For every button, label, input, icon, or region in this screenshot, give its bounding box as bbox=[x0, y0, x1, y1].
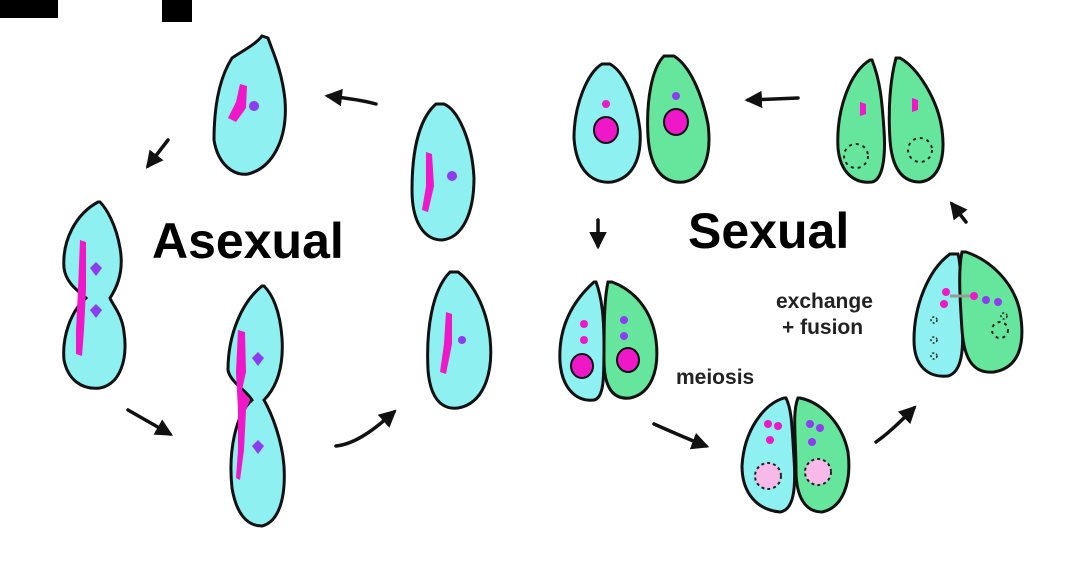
cell-body-right bbox=[887, 56, 945, 184]
micronucleus bbox=[806, 420, 814, 428]
micronucleus bbox=[252, 440, 264, 454]
micronucleus bbox=[816, 424, 824, 432]
micronucleus-remnant bbox=[930, 352, 938, 360]
micronucleus bbox=[580, 336, 588, 344]
old-macronucleus-degenerating bbox=[991, 321, 1009, 339]
sexual-pair-right bbox=[912, 250, 1024, 378]
dividing-macronucleus bbox=[754, 462, 782, 490]
micronucleus bbox=[90, 304, 102, 318]
micronucleus bbox=[912, 98, 918, 112]
macronucleus bbox=[422, 152, 434, 212]
cell-body-left bbox=[912, 252, 965, 378]
dividing-macronucleus bbox=[804, 458, 832, 486]
arrow-left-to-bottom bbox=[126, 408, 174, 436]
asexual-cell-left-dividing bbox=[62, 200, 127, 390]
asexual-label: Asexual bbox=[152, 213, 344, 269]
macronucleus bbox=[616, 347, 640, 373]
micronucleus bbox=[249, 101, 259, 111]
cell-body-right bbox=[958, 250, 1024, 374]
micronucleus-remnant bbox=[930, 316, 938, 324]
macronucleus bbox=[570, 353, 594, 379]
micronucleus bbox=[764, 420, 772, 428]
micronucleus bbox=[620, 332, 628, 340]
asexual-cell-top bbox=[212, 34, 287, 176]
asexual-cycle: Asexual bbox=[62, 34, 493, 528]
new-macronucleus bbox=[593, 116, 619, 144]
arrow-bottom-to-bottom-right bbox=[334, 409, 397, 448]
micronucleus bbox=[940, 300, 948, 308]
macronucleus bbox=[440, 312, 452, 374]
macronucleus bbox=[76, 240, 86, 356]
new-macronucleus bbox=[663, 108, 689, 136]
meiosis-label: meiosis bbox=[676, 366, 754, 389]
micronucleus bbox=[252, 352, 264, 366]
old-macronucleus-degenerating bbox=[843, 143, 869, 169]
micronucleus bbox=[602, 100, 610, 108]
micronucleus bbox=[982, 296, 990, 304]
old-macronucleus-degenerating bbox=[907, 137, 933, 163]
sexual-pair-top-right bbox=[836, 56, 945, 184]
asexual-cell-bottom-dividing bbox=[226, 284, 286, 528]
sexual-pair-middle-left bbox=[558, 280, 659, 402]
micronucleus-remnant bbox=[930, 336, 938, 344]
arrow-right-to-topright bbox=[949, 201, 968, 224]
arrow-middleleft-to-bottom bbox=[652, 422, 710, 450]
micronucleus bbox=[808, 438, 816, 446]
arrow-bottom-to-right bbox=[874, 405, 917, 444]
micronucleus bbox=[994, 298, 1002, 306]
micronucleus bbox=[970, 292, 978, 300]
cell-body-left bbox=[836, 58, 886, 184]
cell-body bbox=[226, 284, 286, 528]
micronucleus bbox=[580, 320, 588, 328]
micronucleus bbox=[458, 336, 466, 344]
cell-body bbox=[62, 200, 127, 390]
micronucleus bbox=[766, 436, 774, 444]
sexual-pair-bottom bbox=[740, 396, 851, 514]
arrow-topright-to-topleft bbox=[744, 90, 800, 109]
cell-body-right bbox=[793, 396, 851, 514]
sexual-cycle: Sexual bbox=[558, 54, 1024, 514]
fusion-label: + fusion bbox=[782, 316, 863, 339]
cropped-heading-fragment bbox=[0, 0, 192, 22]
micronucleus bbox=[620, 316, 628, 324]
micronucleus bbox=[860, 102, 866, 116]
arrow-right-to-top bbox=[324, 88, 378, 107]
sexual-pair-top-left bbox=[572, 54, 711, 184]
micronucleus bbox=[942, 288, 950, 296]
cell-body bbox=[410, 102, 476, 242]
sexual-label: Sexual bbox=[688, 203, 849, 259]
micronucleus bbox=[774, 422, 782, 430]
micronucleus-remnant bbox=[1000, 312, 1008, 320]
asexual-cell-bottom-right bbox=[426, 270, 493, 410]
asexual-cell-top-right bbox=[410, 102, 476, 242]
arrow-top-to-left bbox=[145, 138, 170, 169]
macronucleus bbox=[236, 330, 250, 480]
cell-body-right bbox=[602, 280, 659, 400]
micronucleus bbox=[90, 262, 102, 276]
micronucleus bbox=[447, 171, 457, 181]
micronucleus bbox=[672, 92, 680, 100]
exchange-label: exchange bbox=[776, 290, 873, 313]
macronucleus bbox=[228, 84, 247, 122]
cell-body-left bbox=[740, 396, 797, 514]
